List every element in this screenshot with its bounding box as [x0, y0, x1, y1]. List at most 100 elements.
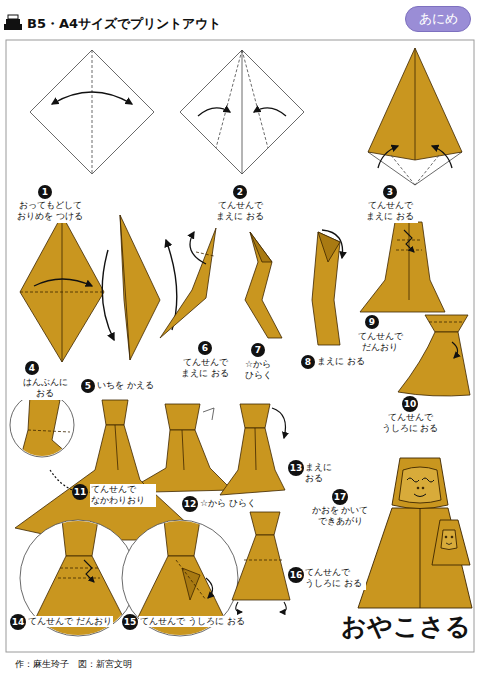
step-2-figure	[198, 108, 230, 116]
step-10-figure	[452, 342, 458, 358]
step-number: 4	[25, 361, 39, 375]
step-number: 6	[198, 341, 212, 355]
step-caption: てんせんで うしろに おる	[139, 616, 246, 627]
step-5-figure	[120, 215, 160, 360]
step-3-figure	[415, 154, 440, 185]
step-number-text: 5	[85, 379, 91, 393]
step-3-figure	[368, 48, 462, 160]
step-15-detail	[122, 520, 240, 650]
step-number: 14	[10, 614, 26, 630]
step-15-detail	[122, 520, 240, 650]
step-number: 12	[182, 496, 198, 512]
step-3-figure	[432, 146, 452, 168]
step-9-figure	[360, 222, 445, 312]
step-13-figure	[220, 428, 285, 495]
step-10-figure	[425, 315, 468, 332]
step-caption: ☆から ひらく	[236, 359, 280, 382]
step-11-figure	[20, 395, 75, 460]
step-4-figure	[34, 279, 92, 286]
step-caption: てんせんで まえに おる	[212, 200, 268, 223]
step-number: 3	[383, 185, 397, 199]
finished-monkey	[358, 458, 472, 608]
step-number: 8	[301, 355, 315, 369]
step-caption: てんせんで うしろに おる	[304, 567, 366, 590]
finished-monkey	[422, 478, 434, 482]
step-caption: てんせんで まえに おる	[362, 200, 418, 223]
step-number: 2	[233, 185, 247, 199]
step-15-detail	[176, 560, 206, 600]
step-number-text: 1	[42, 185, 48, 199]
step-10-figure	[429, 322, 464, 323]
step-8-figure	[312, 230, 343, 345]
page-frame	[4, 24, 22, 30]
model-title: おやこさる	[341, 610, 471, 643]
finished-monkey	[420, 508, 421, 608]
step-7-figure	[245, 232, 282, 338]
step-16-figure	[232, 535, 290, 600]
step-9-figure	[360, 222, 445, 312]
step-9-figure	[409, 222, 410, 300]
step-14-detail	[58, 578, 100, 579]
step-number: 15	[122, 614, 138, 630]
step-number-text: 15	[124, 614, 137, 630]
step-caption: まえに おる	[304, 462, 340, 485]
step-caption: いちを かえる	[96, 380, 155, 391]
step-number-text: 3	[387, 185, 393, 199]
finished-monkey	[446, 543, 452, 545]
step-2-figure	[180, 50, 304, 174]
category-tab: あにめ	[405, 6, 471, 32]
step-number-text: 9	[369, 315, 375, 329]
step-number: 1	[38, 185, 52, 199]
step-number: 17	[332, 489, 348, 505]
step-3-figure	[378, 146, 398, 168]
step-14-detail	[20, 556, 140, 650]
step-14-detail	[20, 520, 140, 650]
step-1-figure	[92, 50, 93, 174]
step-4-figure	[20, 292, 104, 293]
credit-note: 作：麻生玲子 図：新宮文明	[14, 659, 133, 670]
step-13-figure	[272, 408, 286, 438]
step-caption: まえに おる	[316, 356, 366, 367]
step-number-text: 2	[237, 185, 243, 199]
step-11-figure	[102, 400, 128, 425]
step-16-figure	[250, 512, 280, 535]
step-13-figure	[240, 404, 270, 428]
step-number-text: 12	[184, 496, 197, 512]
step-caption: かおを かいて できあがり	[308, 505, 372, 528]
step-5-figure	[120, 215, 130, 360]
step-16-figure	[232, 512, 290, 612]
step-number-text: 16	[290, 567, 303, 583]
step-12-figure	[182, 430, 184, 470]
step-12-figure	[165, 404, 200, 430]
step-6-figure	[160, 228, 216, 338]
step-number-text: 17	[334, 489, 347, 505]
step-7-figure	[245, 232, 282, 338]
step-number: 9	[365, 315, 379, 329]
step-number: 11	[72, 484, 88, 500]
finished-monkey	[422, 487, 424, 489]
step-caption: てんせんで うしろに おる	[378, 412, 442, 435]
finished-monkey	[417, 487, 419, 489]
step-1-figure	[30, 50, 154, 174]
step-15-detail	[122, 556, 240, 650]
step-number: 16	[288, 567, 304, 583]
step-5-figure	[102, 250, 114, 340]
step-12-figure	[142, 404, 232, 492]
step-caption: てんせんで だんおり	[352, 331, 408, 354]
step-14-detail	[20, 520, 140, 650]
finished-monkey	[399, 467, 441, 503]
finished-monkey	[358, 508, 472, 608]
print-note: B5・A4サイズでプリントアウト	[26, 16, 222, 32]
step-number-text: 13	[290, 460, 303, 476]
step-number-text: 8	[305, 355, 311, 369]
step-8-figure	[318, 232, 340, 262]
step-12-figure	[203, 408, 214, 420]
step-6-figure	[160, 228, 216, 338]
finished-monkey	[432, 520, 470, 565]
step-10-figure	[398, 315, 470, 396]
step-number: 5	[81, 379, 95, 393]
step-3-figure	[390, 154, 415, 185]
step-15-detail	[182, 568, 200, 600]
step-14-detail	[20, 520, 136, 636]
